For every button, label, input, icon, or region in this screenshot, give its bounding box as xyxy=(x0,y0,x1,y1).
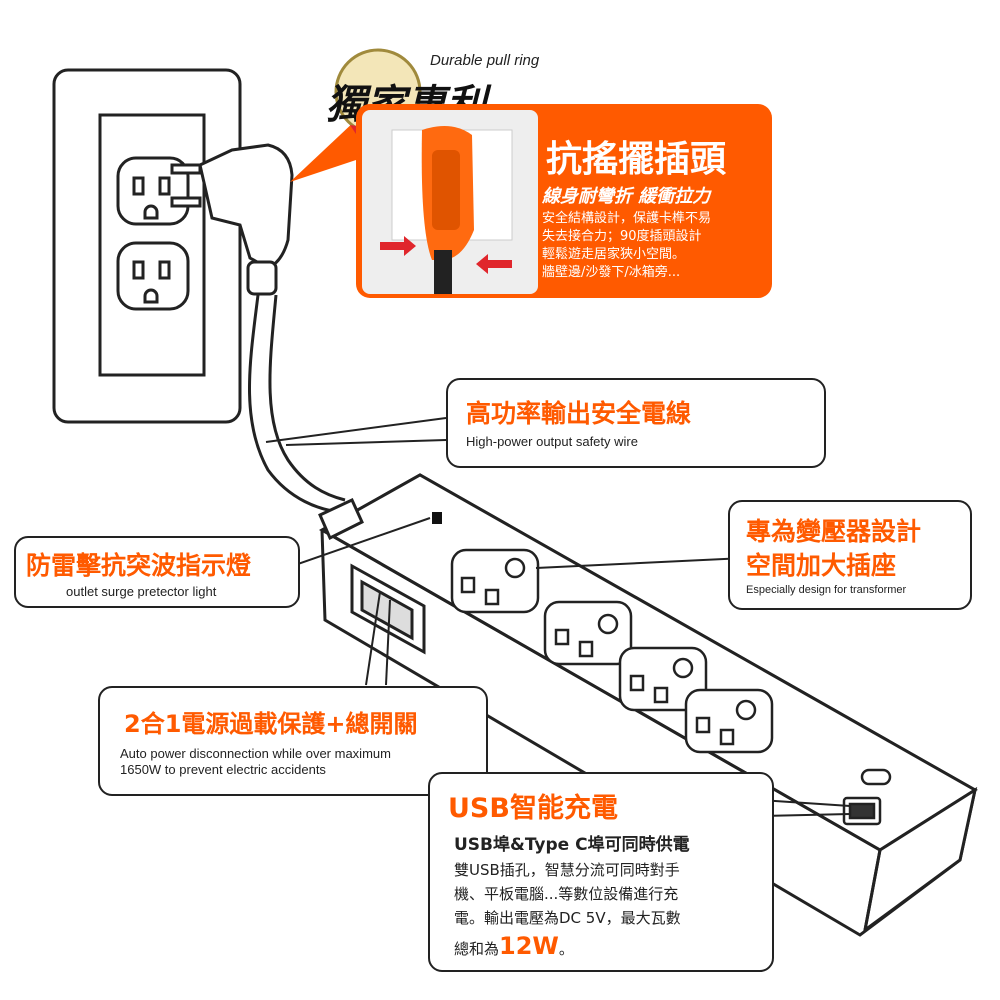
plug-pointer xyxy=(290,120,356,182)
transformer-subtitle: Especially design for transformer xyxy=(746,584,907,596)
switch-callout: 2合1電源過載保護+總開關 Auto power disconnection w… xyxy=(98,686,488,796)
plug-feature-panel: 抗搖擺插頭 線身耐彎折 緩衝拉力 安全結構設計，保護卡榫不易 失去接合力；90度… xyxy=(356,104,772,298)
usb-max-watt: 12W xyxy=(499,932,559,960)
usb-line: 電。輸出電壓為DC 5V，最大瓦數 xyxy=(454,909,681,927)
badge-caption: Durable pull ring xyxy=(430,52,540,69)
usb-subtitle: USB埠&Type C埠可同時供電 xyxy=(454,835,690,855)
wire-subtitle: High-power output safety wire xyxy=(466,434,638,449)
plug-feature-line: 牆壁邊/沙發下/冰箱旁... xyxy=(542,265,681,280)
power-switch xyxy=(350,563,426,655)
surge-callout: 防雷擊抗突波指示燈 outlet surge pretector light xyxy=(14,536,300,608)
plug-photo xyxy=(362,110,538,294)
switch-subtitle-line1: Auto power disconnection while over maxi… xyxy=(120,746,391,761)
surge-title: 防雷擊抗突波指示燈 xyxy=(26,551,252,580)
usb-title: USB智能充電 xyxy=(448,793,618,824)
surge-indicator-light xyxy=(432,512,442,524)
transformer-title-line2: 空間加大插座 xyxy=(746,551,897,580)
usb-last-prefix: 總和為 xyxy=(454,940,500,958)
usb-last-line: 總和為12W。 xyxy=(454,934,681,961)
power-cord xyxy=(248,294,341,514)
plug-feature-line: 失去接合力；90度插頭設計 xyxy=(542,229,702,244)
plug-feature-line: 安全結構設計，保護卡榫不易 xyxy=(542,211,712,226)
switch-title: 2合1電源過載保護+總開關 xyxy=(124,710,418,738)
angled-plug xyxy=(170,143,294,296)
usb-callout: USB智能充電 USB埠&Type C埠可同時供電 雙USB插孔，智慧分流可同時… xyxy=(428,772,774,972)
transformer-callout: 專為變壓器設計 空間加大插座 Especially design for tra… xyxy=(728,500,972,610)
usb-line: 雙USB插孔，智慧分流可同時對手 xyxy=(454,861,680,879)
plug-feature-subtitle: 線身耐彎折 緩衝拉力 xyxy=(542,186,711,207)
plug-feature-body: 安全結構設計，保護卡榫不易 失去接合力；90度插頭設計 輕鬆遊走居家狹小空間。 … xyxy=(542,210,711,282)
wire-title: 高功率輸出安全電線 xyxy=(466,399,692,428)
usb-body: 雙USB插孔，智慧分流可同時對手 機、平板電腦...等數位設備進行充 電。輸出電… xyxy=(454,858,681,961)
plug-feature-title: 抗搖擺插頭 xyxy=(546,139,727,180)
usb-line: 機、平板電腦...等數位設備進行充 xyxy=(454,885,679,903)
plug-feature-line: 輕鬆遊走居家狹小空間。 xyxy=(542,247,686,262)
outlet-sockets xyxy=(450,548,774,754)
usb-last-suffix: 。 xyxy=(558,940,574,958)
wall-outlet-plate xyxy=(52,68,242,424)
switch-subtitle-line2: 1650W to prevent electric accidents xyxy=(120,762,326,777)
wire-callout: 高功率輸出安全電線 High-power output safety wire xyxy=(446,378,826,468)
transformer-title-line1: 專為變壓器設計 xyxy=(746,517,922,546)
usb-ports xyxy=(842,768,892,826)
surge-subtitle: outlet surge pretector light xyxy=(66,584,217,599)
